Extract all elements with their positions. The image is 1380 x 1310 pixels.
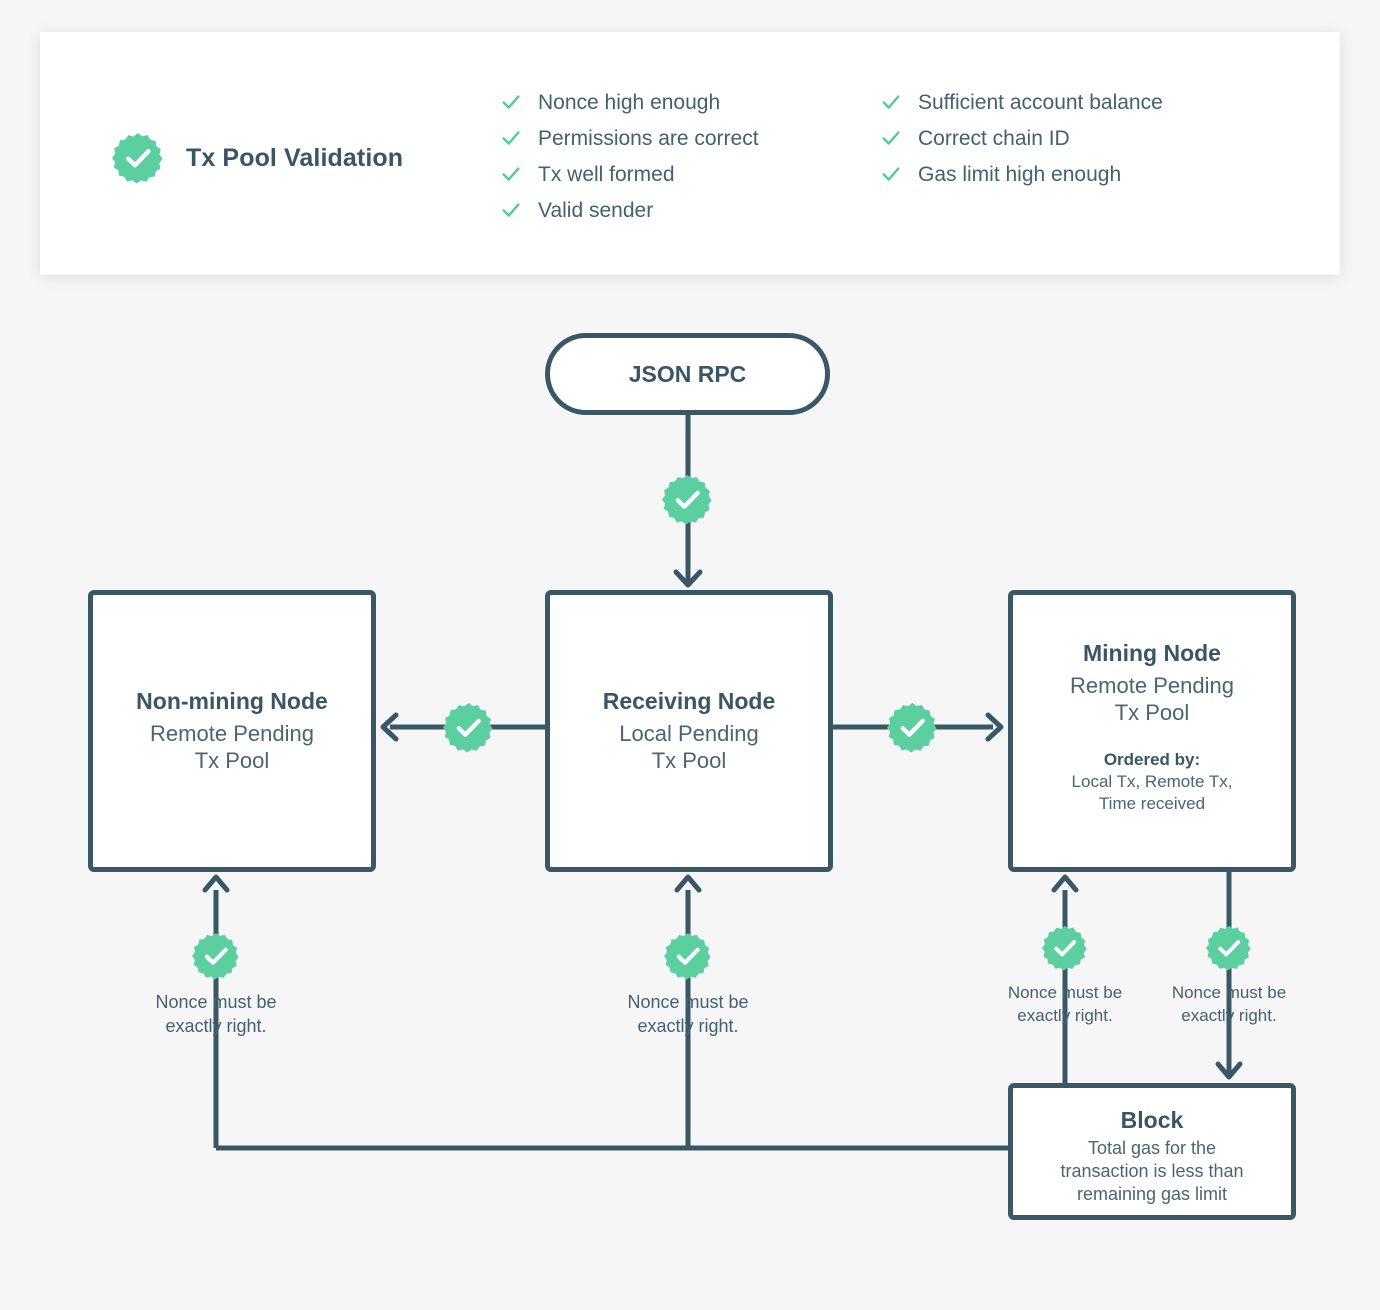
node-subtitle-line1: Total gas for the bbox=[1087, 1137, 1217, 1158]
note-line2: exactly right. bbox=[637, 1016, 739, 1037]
node-title: Block bbox=[1120, 1107, 1184, 1133]
list-item-label: Permissions are correct bbox=[538, 126, 759, 150]
verified-check-badge-icon bbox=[1206, 925, 1252, 971]
validation-list-right: Sufficient account balance Correct chain… bbox=[880, 84, 1163, 192]
verified-check-badge-icon bbox=[192, 932, 240, 980]
node-subtitle-line1: Local Pending bbox=[619, 720, 759, 746]
check-icon bbox=[882, 95, 900, 109]
list-item-label: Valid sender bbox=[538, 198, 654, 222]
list-item-label: Gas limit high enough bbox=[918, 162, 1122, 186]
check-icon bbox=[882, 167, 900, 181]
note-line2: exactly right. bbox=[1017, 1005, 1113, 1025]
node-subtitle-line2: transaction is less than bbox=[1060, 1160, 1244, 1181]
list-item-label: Tx well formed bbox=[538, 162, 675, 186]
note-line1: Nonce must be bbox=[1007, 983, 1123, 1002]
arrowhead-up-mining bbox=[1051, 874, 1079, 893]
tx-pool-validation-card: Tx Pool Validation Nonce high enough Per… bbox=[40, 32, 1340, 275]
note-line2: exactly right. bbox=[165, 1016, 267, 1037]
list-item-label: Sufficient account balance bbox=[918, 90, 1163, 114]
verified-check-badge-icon bbox=[112, 132, 164, 184]
arrowhead-down-receiving bbox=[673, 569, 703, 588]
ordered-by-label: Ordered by: bbox=[1103, 749, 1201, 769]
node-title: Mining Node bbox=[1083, 640, 1221, 666]
arrowhead-up-nonmining bbox=[202, 874, 230, 893]
verified-check-badge-icon bbox=[443, 702, 494, 753]
check-icon bbox=[502, 167, 520, 181]
card-heading: Tx Pool Validation bbox=[112, 132, 403, 184]
verified-check-badge-icon bbox=[662, 474, 713, 525]
arrowhead-left-nonmining bbox=[380, 712, 399, 742]
node-non-mining[interactable]: Non-mining Node Remote Pending Tx Pool bbox=[88, 590, 376, 872]
list-item: Permissions are correct bbox=[500, 120, 759, 156]
page-title: Tx Pool Validation bbox=[186, 143, 404, 172]
check-icon bbox=[502, 95, 520, 109]
node-title: Receiving Node bbox=[602, 688, 776, 715]
list-item: Valid sender bbox=[500, 192, 759, 228]
note-nonce-nonmining: Nonce must be exactly right. bbox=[116, 990, 316, 1039]
list-item-label: Correct chain ID bbox=[918, 126, 1070, 150]
note-line2: exactly right. bbox=[1181, 1005, 1277, 1025]
check-icon bbox=[502, 131, 520, 145]
validation-list-left: Nonce high enough Permissions are correc… bbox=[500, 84, 759, 228]
note-nonce-mining: Nonce must be exactly right. bbox=[975, 982, 1155, 1028]
node-label: JSON RPC bbox=[628, 360, 747, 387]
node-subtitle-line1: Remote Pending bbox=[150, 720, 314, 746]
note-nonce-block: Nonce must be exactly right. bbox=[1139, 982, 1319, 1028]
node-title: Non-mining Node bbox=[136, 688, 328, 715]
verified-check-badge-icon bbox=[887, 702, 938, 753]
check-icon bbox=[882, 131, 900, 145]
note-line1: Nonce must be bbox=[1171, 983, 1287, 1002]
list-item: Sufficient account balance bbox=[880, 84, 1163, 120]
verified-check-badge-icon bbox=[664, 932, 712, 980]
node-json-rpc[interactable]: JSON RPC bbox=[545, 333, 830, 415]
node-subtitle-line2: Tx Pool bbox=[1114, 700, 1190, 726]
check-icon bbox=[502, 203, 520, 217]
ordered-by-line1: Local Tx, Remote Tx, bbox=[1071, 771, 1233, 791]
list-item: Tx well formed bbox=[500, 156, 759, 192]
arrowhead-up-receiving bbox=[674, 874, 702, 893]
node-receiving[interactable]: Receiving Node Local Pending Tx Pool bbox=[545, 590, 833, 872]
node-block[interactable]: Block Total gas for the transaction is l… bbox=[1008, 1083, 1296, 1220]
node-subtitle-line3: remaining gas limit bbox=[1076, 1183, 1228, 1204]
verified-check-badge-icon bbox=[1042, 925, 1088, 971]
note-line1: Nonce must be bbox=[627, 992, 749, 1012]
node-subtitle-line2: Tx Pool bbox=[194, 748, 270, 774]
list-item: Nonce high enough bbox=[500, 84, 759, 120]
note-nonce-receiving: Nonce must be exactly right. bbox=[588, 990, 788, 1039]
arrowhead-down-block bbox=[1215, 1061, 1243, 1080]
node-mining[interactable]: Mining Node Remote Pending Tx Pool Order… bbox=[1008, 590, 1296, 872]
arrowhead-right-mining bbox=[985, 712, 1004, 742]
ordered-by-line2: Time received bbox=[1098, 793, 1206, 813]
list-item-label: Nonce high enough bbox=[538, 90, 721, 114]
node-subtitle-line2: Tx Pool bbox=[651, 748, 727, 774]
note-line1: Nonce must be bbox=[155, 992, 277, 1012]
list-item: Gas limit high enough bbox=[880, 156, 1163, 192]
node-subtitle-line1: Remote Pending bbox=[1070, 672, 1234, 698]
list-item: Correct chain ID bbox=[880, 120, 1163, 156]
